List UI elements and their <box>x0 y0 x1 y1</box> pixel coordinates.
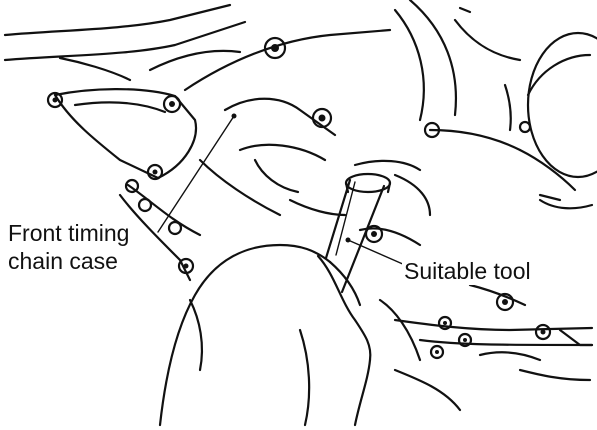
hand <box>158 243 372 427</box>
front-timing-chain-case-label-line-2: chain case <box>8 248 118 274</box>
right-housing <box>353 0 597 217</box>
tool-leader-dot <box>345 237 351 243</box>
front-timing-chain-case-label-line-1: Front timing <box>8 220 130 246</box>
lower-right-bracket <box>358 224 594 412</box>
front-timing-chain-case <box>118 28 392 282</box>
overhead-bracket <box>3 3 247 82</box>
front-cover-plate <box>46 88 198 181</box>
suitable-tool <box>324 172 392 294</box>
suitable-tool-label: Suitable tool <box>402 257 533 285</box>
tool-leader <box>347 239 406 266</box>
chain-case-leader <box>157 115 235 233</box>
front-timing-chain-case-label: Front timing chain case <box>6 219 132 275</box>
chain-case-leader-dot <box>231 113 237 119</box>
